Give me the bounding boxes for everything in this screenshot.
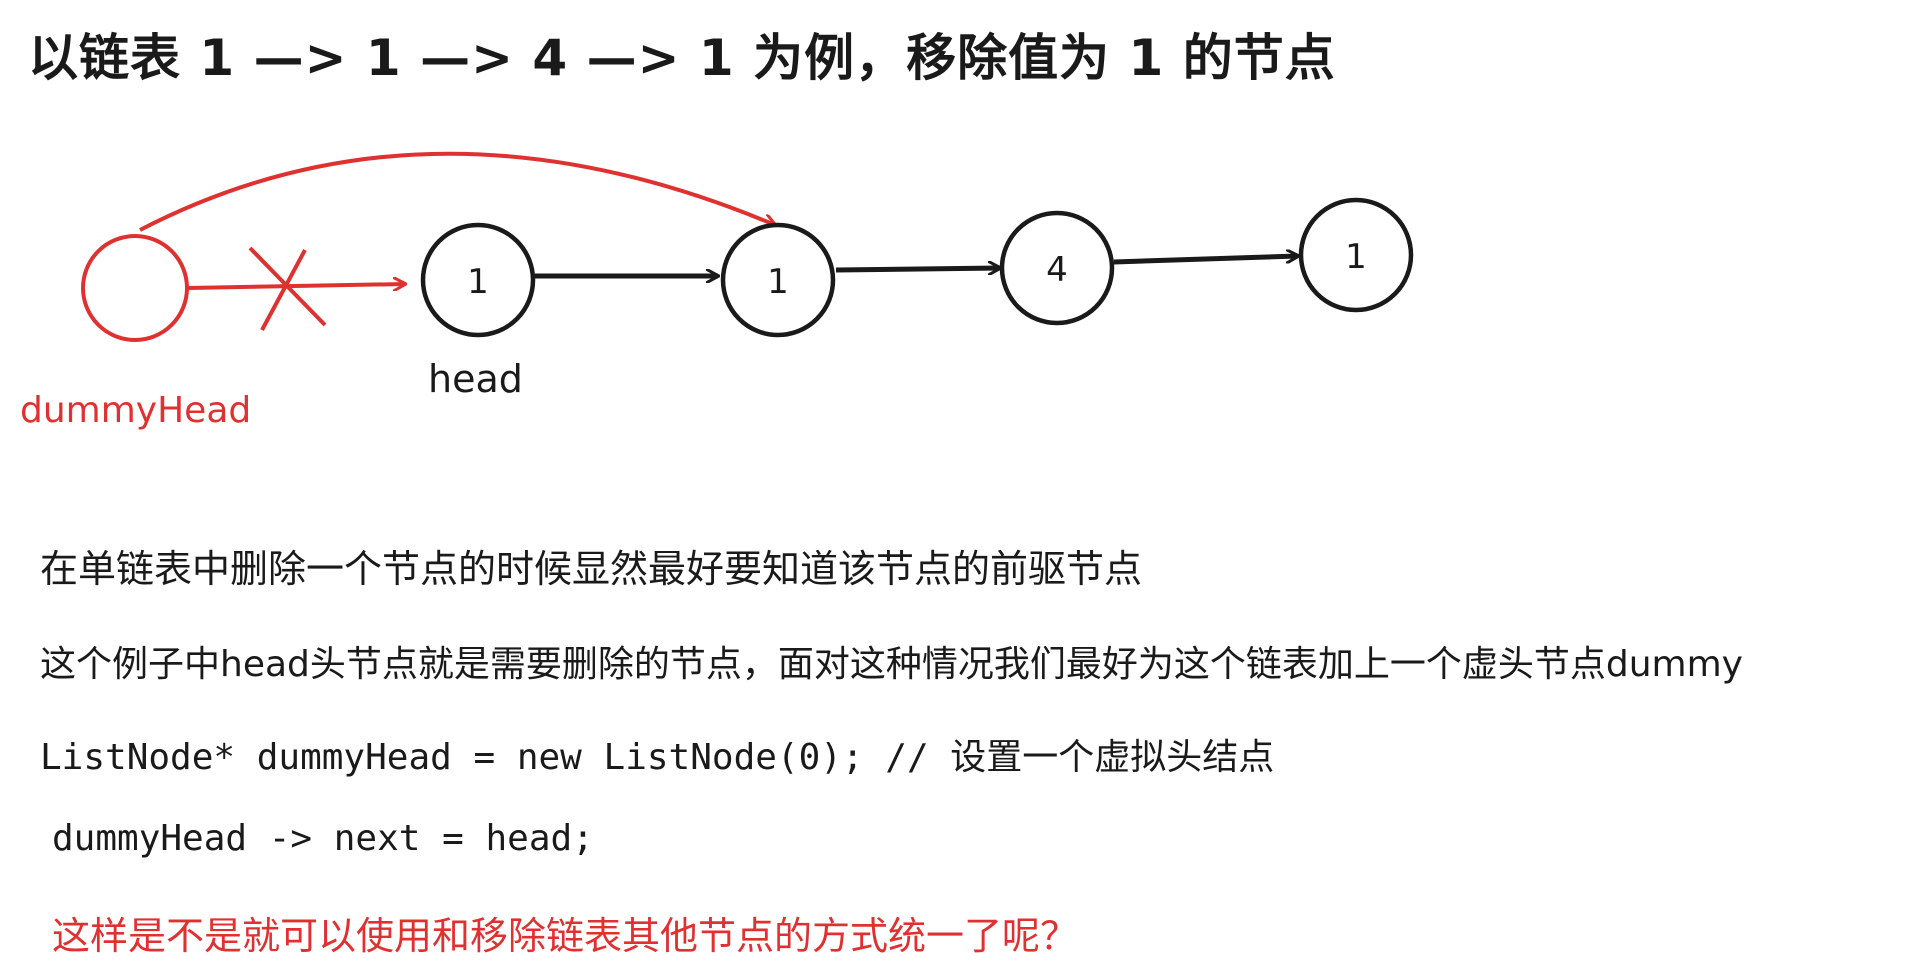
dummy-to-head-arrow (187, 284, 405, 288)
list-node-2 (720, 222, 836, 338)
head-label: head (428, 357, 523, 401)
list-node-3-value: 4 (1046, 250, 1068, 290)
arrow-3-4 (1113, 256, 1298, 265)
list-node-1-value: 1 (467, 262, 489, 302)
list-node-4 (1298, 197, 1414, 313)
code-line-1: ListNode* dummyHead = new ListNode(0); /… (40, 737, 1275, 778)
code-line-2: dummyHead -> next = head; (52, 818, 594, 859)
dummy-head-label: dummyHead (20, 390, 251, 431)
explanation-line-1: 在单链表中删除一个节点的时候显然最好要知道该节点的前驱节点 (40, 547, 1143, 591)
dummy-to-second-arrow (139, 151, 775, 232)
page-title: 以链表 1 —> 1 —> 4 —> 1 为例，移除值为 1 的节点 (28, 29, 1336, 87)
list-node-4-value: 1 (1345, 237, 1367, 277)
linked-list-diagram: 1 1 4 1 head dummyHead (20, 151, 1414, 431)
list-node-1 (420, 222, 536, 338)
question-line: 这样是不是就可以使用和移除链表其他节点的方式统一了呢？ (52, 914, 1079, 958)
dummy-node (81, 234, 189, 342)
arrow-2-3 (835, 268, 1000, 270)
list-node-3 (999, 210, 1115, 326)
explanation-line-2: 这个例子中head头节点就是需要删除的节点，面对这种情况我们最好为这个链表加上一… (40, 644, 1743, 685)
cross-mark (248, 246, 327, 331)
list-node-2-value: 1 (767, 262, 789, 302)
